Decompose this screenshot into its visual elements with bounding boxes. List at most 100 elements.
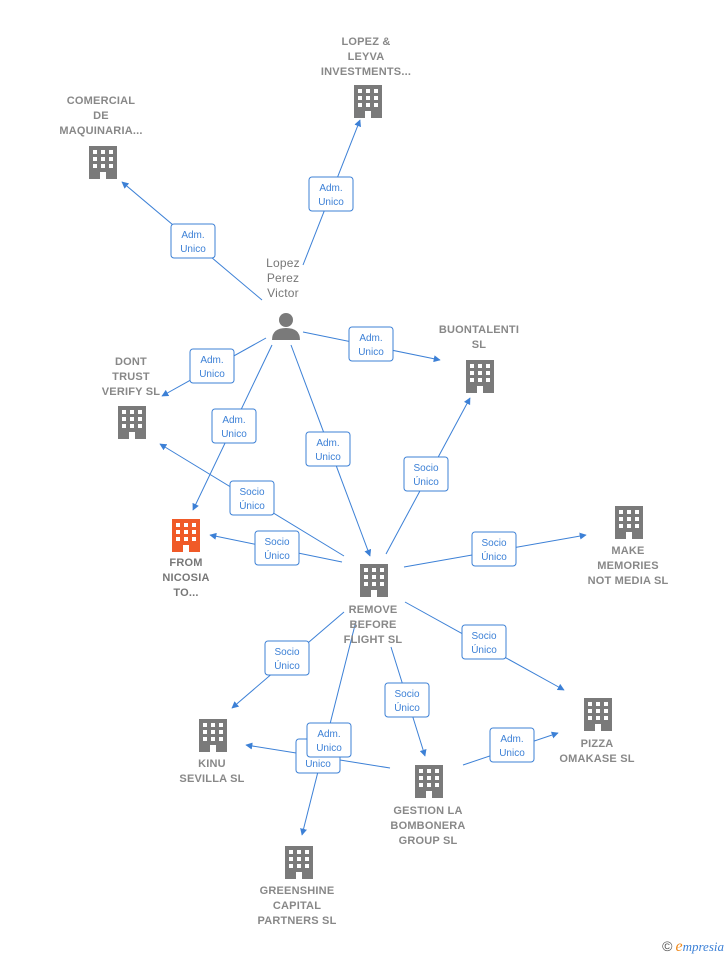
edge-label-lopez_perez-to-dont_trust[interactable]: Adm.Unico xyxy=(189,348,235,384)
building-icon xyxy=(172,519,200,552)
node-label-line: INVESTMENTS... xyxy=(321,66,411,78)
node-label-line: Perez xyxy=(267,271,299,285)
edge-label-text: Socio xyxy=(394,689,419,700)
edge-label-text: Socio xyxy=(264,537,289,548)
edge-label-text: Unico xyxy=(315,452,341,463)
node-label-line: BOMBONERA xyxy=(390,820,465,832)
edge-label-text: Unico xyxy=(316,743,342,754)
node-label: PIZZA OMAKASE SL xyxy=(559,738,634,765)
edge-label-text: Unico xyxy=(221,429,247,440)
edge-label-box xyxy=(403,456,449,492)
edge-label-box xyxy=(348,326,394,362)
building-icon xyxy=(285,846,313,879)
node-label-line: Lopez xyxy=(266,256,300,270)
node-label-line: KINU xyxy=(198,758,226,770)
edge-label-text: Unico xyxy=(499,748,525,759)
edge-label-text: Adm. xyxy=(359,333,382,344)
edge-label-text: Único xyxy=(481,550,507,563)
person-icon xyxy=(272,313,300,340)
edge-label-box xyxy=(254,530,300,566)
node-label-line: TRUST xyxy=(112,371,150,383)
edge-label-text: Adm. xyxy=(319,183,342,194)
edge-label-gestion-to-pizza[interactable]: Adm. Unico xyxy=(489,727,535,763)
edge-label-text: Adm. xyxy=(181,230,204,241)
edge-label-box xyxy=(170,223,216,259)
edge-label-lopez_perez-to-lopez_leyva[interactable]: Adm. Unico xyxy=(308,176,354,212)
edge-label-text: Único xyxy=(471,643,497,656)
node-from_nicosia[interactable]: FROM NICOSIA TO... xyxy=(162,519,209,599)
edge-label-box xyxy=(489,727,535,763)
node-label-line: MEMORIES xyxy=(597,560,659,572)
building-icon xyxy=(415,765,443,798)
node-label-line: COMERCIAL xyxy=(67,95,135,107)
edge-label-text: Socio xyxy=(239,487,264,498)
edge-label-box xyxy=(305,431,351,467)
edge-label-text: Unico xyxy=(199,369,225,380)
edge-label-lopez_perez-to-buontalenti[interactable]: Adm.Unico xyxy=(348,326,394,362)
edge-label-box xyxy=(189,348,235,384)
node-label-line: FROM xyxy=(169,557,202,569)
building-icon xyxy=(354,85,382,118)
edge-label-text: Único xyxy=(239,499,265,512)
node-label-line: GROUP SL xyxy=(399,835,458,847)
edge-label-box xyxy=(306,722,352,758)
edge-label-lopez_perez-to-comercial[interactable]: Adm.Unico xyxy=(170,223,216,259)
node-label-line: FLIGHT SL xyxy=(344,634,403,646)
node-label: FROM NICOSIA TO... xyxy=(162,557,209,599)
edge-label-lopez_perez-to-from_nicosia[interactable]: Adm.Unico xyxy=(211,408,257,444)
empresia-watermark[interactable]: ©empresia xyxy=(662,938,724,956)
node-label-line: GREENSHINE xyxy=(260,885,335,897)
edge-label-box xyxy=(384,682,430,718)
node-label-line: CAPITAL xyxy=(273,900,321,912)
copyright-symbol: © xyxy=(662,938,673,954)
edge-label-text: Adm. xyxy=(500,734,523,745)
edge-label-text: Adm. xyxy=(316,438,339,449)
logo-initial: e xyxy=(675,938,683,955)
building-icon xyxy=(118,406,146,439)
node-label-line: OMAKASE SL xyxy=(559,753,634,765)
building-icon xyxy=(466,360,494,393)
node-label-line: NICOSIA xyxy=(162,572,209,584)
building-icon xyxy=(199,719,227,752)
node-label-line: NOT MEDIA SL xyxy=(588,575,669,587)
edge-label-text: Unico xyxy=(318,197,344,208)
edge-label-text: Unico xyxy=(305,759,331,770)
edge-label-text: Único xyxy=(274,659,300,672)
logo-text: mpresia xyxy=(682,939,724,954)
edge-label-lopez_perez-to-remove_before[interactable]: Adm. Unico xyxy=(305,431,351,467)
node-pizza[interactable]: PIZZA OMAKASE SL xyxy=(559,698,635,765)
edge-label-box xyxy=(211,408,257,444)
node-label-line: REMOVE xyxy=(349,604,398,616)
edge-label-box xyxy=(308,176,354,212)
node-label-line: DONT xyxy=(115,356,147,368)
edge-label-remove_before-to-greenshine[interactable]: Adm.Unico xyxy=(306,722,352,758)
node-label-line: PIZZA xyxy=(581,738,614,750)
node-label-line: MAQUINARIA... xyxy=(59,125,142,137)
node-label-line: TO... xyxy=(173,587,198,599)
